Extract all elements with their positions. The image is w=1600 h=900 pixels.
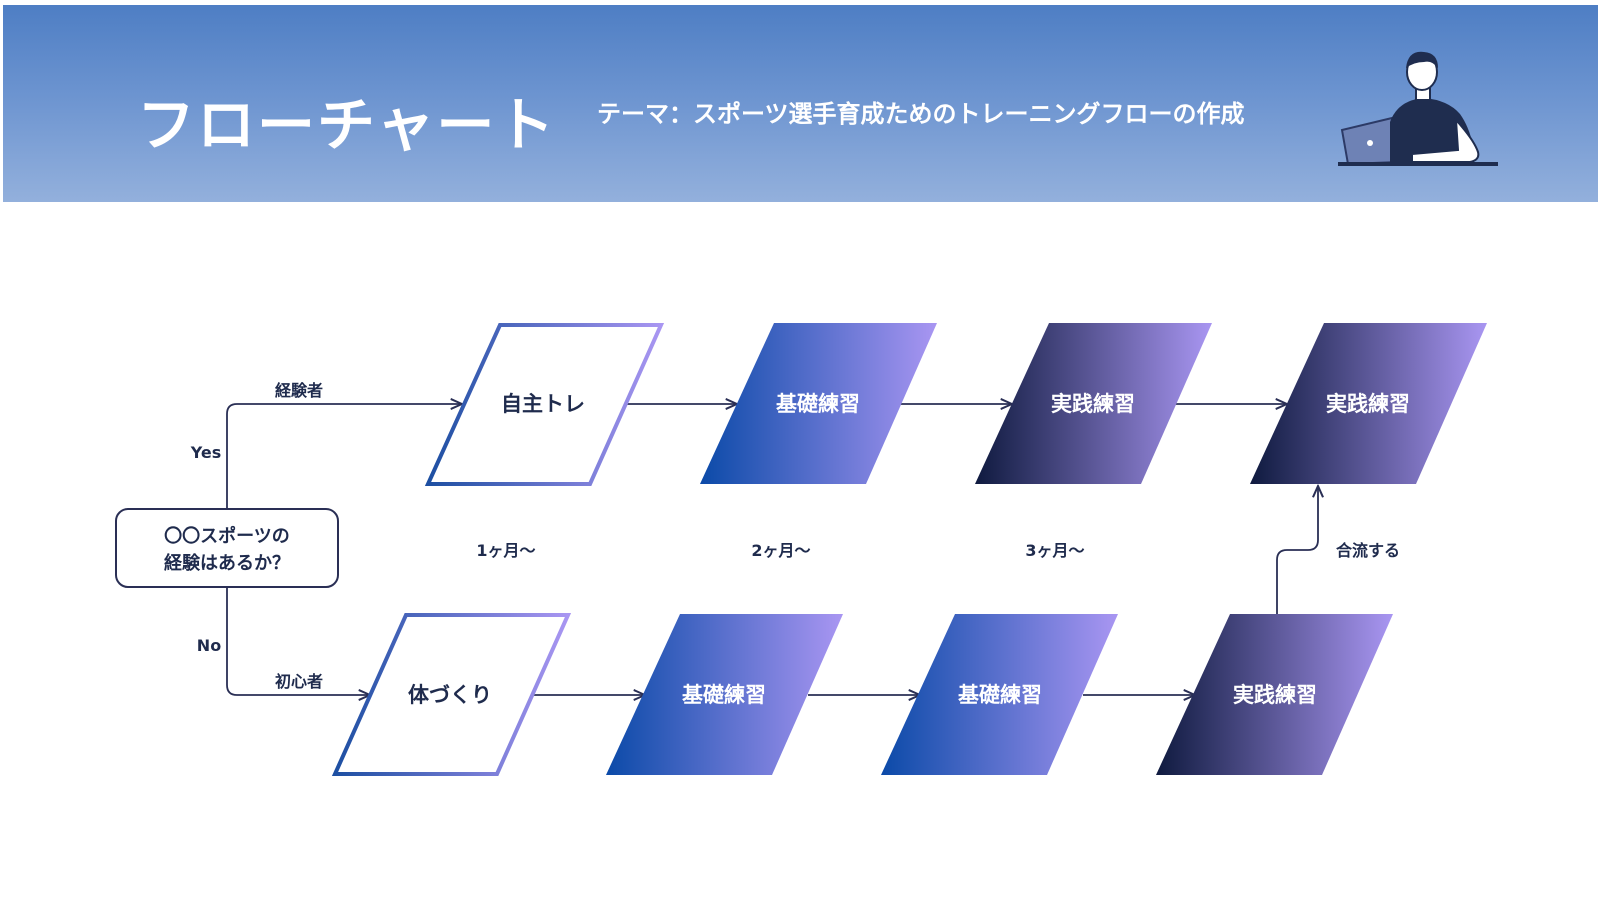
top-step-1-shape bbox=[424, 323, 665, 486]
yes-branch-line bbox=[226, 404, 462, 509]
bottom-step-4-label: 実践練習 bbox=[1233, 683, 1317, 707]
bottom-step-2-shape bbox=[606, 614, 843, 775]
person-with-laptop-icon bbox=[1338, 51, 1498, 166]
top-step-2-shape bbox=[700, 323, 937, 484]
period-label-1: 1ヶ月〜 bbox=[476, 541, 535, 560]
top-step-3-shape bbox=[975, 323, 1212, 484]
page-title: フローチャート bbox=[137, 91, 557, 159]
page-subtitle: テーマ：スポーツ選手育成ためのトレーニングフローの作成 bbox=[597, 100, 1245, 128]
bottom-step-1-shape bbox=[331, 613, 572, 776]
beginner-label: 初心者 bbox=[275, 672, 323, 691]
header-banner bbox=[3, 5, 1598, 202]
bottom-step-4-shape bbox=[1156, 614, 1393, 775]
bottom-step-1-label: 体づくり bbox=[408, 683, 492, 707]
top-step-3-label: 実践練習 bbox=[1051, 392, 1135, 416]
no-label: No bbox=[197, 636, 221, 655]
period-label-2: 2ヶ月〜 bbox=[751, 541, 810, 560]
top-step-1-label: 自主トレ bbox=[501, 392, 585, 416]
no-branch-line bbox=[226, 587, 370, 695]
top-step-4-label: 実践練習 bbox=[1326, 392, 1410, 416]
bottom-step-3-label: 基礎練習 bbox=[958, 683, 1042, 707]
top-step-2-label: 基礎練習 bbox=[776, 392, 860, 416]
merge-connector bbox=[1276, 486, 1318, 615]
bottom-step-2-label: 基礎練習 bbox=[682, 683, 766, 707]
experienced-label: 経験者 bbox=[275, 381, 323, 400]
decision-text-line2: 経験はあるか？ bbox=[164, 552, 290, 574]
top-step-4-shape bbox=[1250, 323, 1487, 484]
yes-label: Yes bbox=[190, 443, 222, 462]
merge-label: 合流する bbox=[1336, 541, 1400, 560]
period-label-3: 3ヶ月〜 bbox=[1025, 541, 1084, 560]
bottom-step-3-shape bbox=[881, 614, 1118, 775]
decision-text-line1: 〇〇スポーツの bbox=[164, 525, 290, 547]
decision-box bbox=[115, 508, 339, 588]
